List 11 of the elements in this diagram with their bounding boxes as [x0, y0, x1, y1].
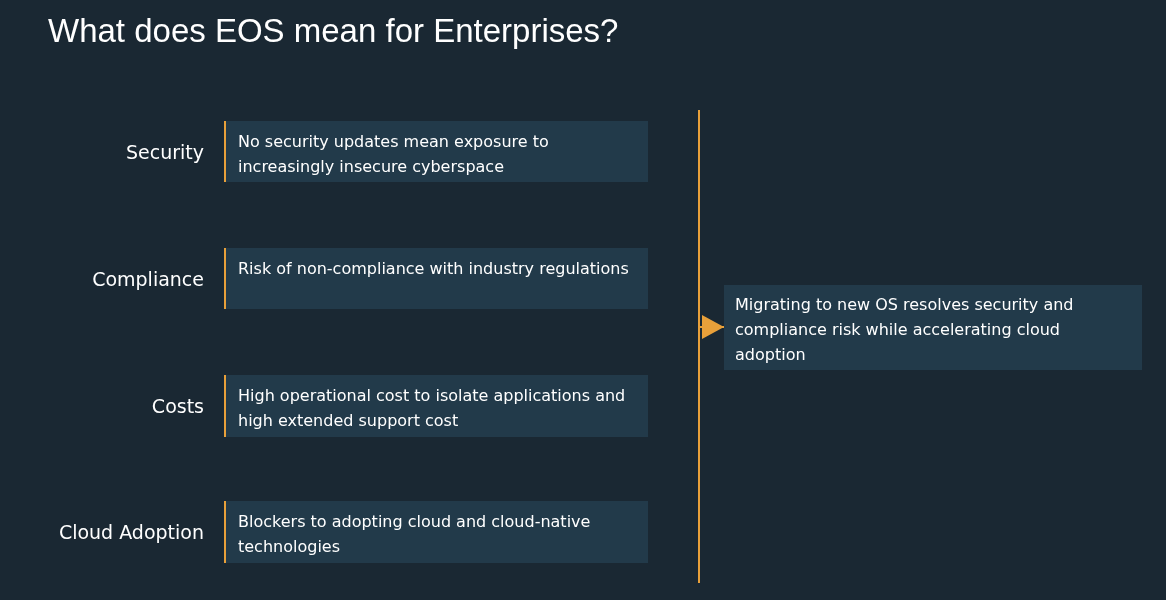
description-box: Blockers to adopting cloud and cloud-native technologies — [224, 501, 648, 563]
category-label: Security — [124, 139, 204, 165]
category-label: Compliance — [91, 266, 204, 292]
category-label: Cloud Adoption — [57, 520, 204, 545]
arrow — [699, 315, 725, 339]
description-box: No security updates mean exposure to increasingly insecure cyberspace — [224, 121, 648, 182]
slide-title: What does EOS mean for Enterprises? — [48, 12, 619, 50]
description-box: High operational cost to isolate applications and high extended support cost — [224, 375, 648, 437]
conclusion-box: Migrating to new OS resolves security and compliance risk while accelerating cloud adoption — [724, 285, 1142, 370]
category-label: Costs — [150, 394, 204, 419]
description-box: Risk of non-compliance with industry regulations — [224, 248, 648, 309]
